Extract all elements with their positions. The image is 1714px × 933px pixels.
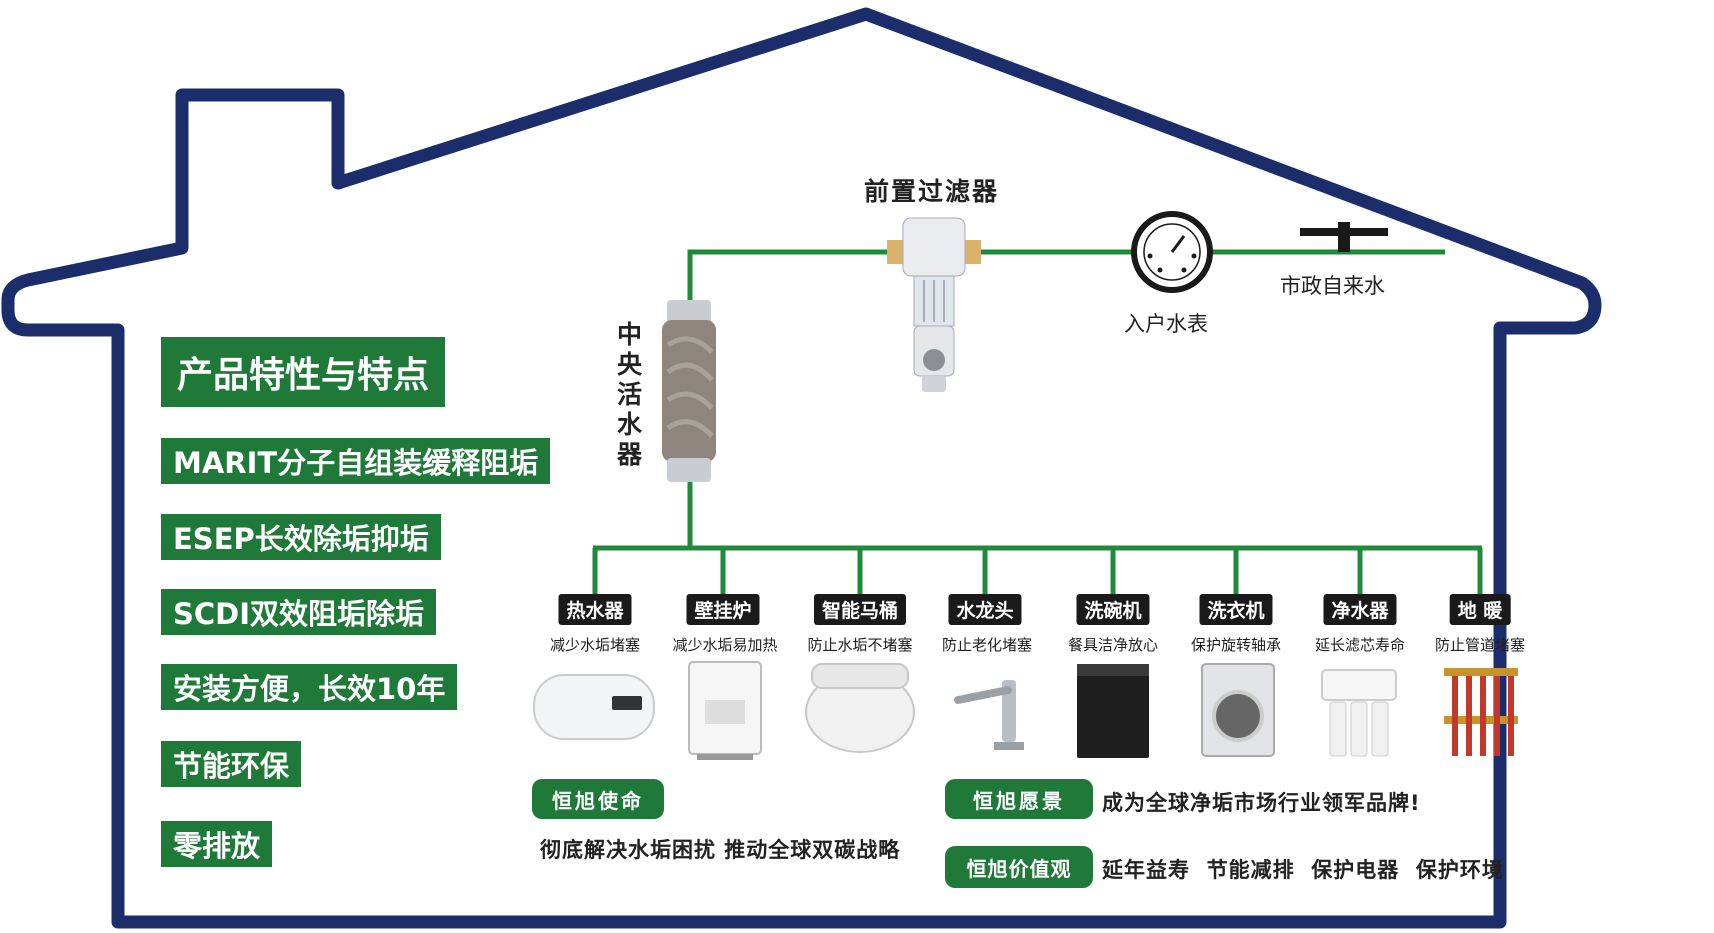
appliance-desc: 防止水垢不堵塞: [807, 636, 913, 654]
wall-boiler-icon: [688, 661, 762, 760]
appliance-desc: 减少水垢易加热: [672, 636, 778, 654]
faucet-icon: [954, 680, 1024, 750]
washing-machine-icon: [1201, 663, 1275, 757]
floor-heating-manifold-icon: [1444, 668, 1518, 756]
water-meter-icon: [1131, 211, 1213, 293]
feature-item: 安装方便，长效10年: [161, 664, 458, 710]
central-water-device-icon: [662, 300, 716, 482]
values-text: 延年益寿 节能减排 保护电器 保护环境: [1102, 858, 1504, 882]
appliance-name: 洗碗机: [1076, 594, 1150, 625]
feature-item: MARIT分子自组装缓释阻垢: [161, 438, 551, 484]
water-meter-label: 入户水表: [1124, 312, 1208, 336]
mission-text: 彻底解决水垢困扰 推动全球双碳战略: [540, 838, 901, 862]
appliance-name: 净水器: [1323, 594, 1397, 625]
appliance-desc: 餐具洁净放心: [1067, 636, 1159, 654]
feature-item: SCDI双效阻垢除垢: [161, 589, 437, 635]
front-filter-icon: [887, 217, 981, 392]
appliance-name: 地 暖: [1449, 594, 1511, 625]
appliance-name: 智能马桶: [813, 594, 907, 625]
appliance-name: 壁挂炉: [686, 594, 760, 625]
appliance-name: 水龙头: [948, 594, 1022, 625]
house-outline: [1, 7, 1602, 929]
branch-pipes: [592, 548, 1483, 594]
vision-text: 成为全球净垢市场行业领军品牌!: [1102, 791, 1421, 815]
central-device-label: 中央活水器: [617, 320, 643, 469]
municipal-water-label: 市政自来水: [1280, 274, 1385, 298]
water-heater-icon: [533, 674, 655, 740]
features-title: 产品特性与特点: [161, 337, 446, 407]
dishwasher-icon: [1077, 664, 1149, 758]
appliance-desc: 减少水垢堵塞: [549, 636, 641, 654]
municipal-tap-icon: [1300, 222, 1388, 252]
appliance-desc: 防止老化堵塞: [941, 636, 1033, 654]
feature-item: 节能环保: [161, 741, 302, 787]
feature-item: ESEP长效除垢抑垢: [161, 514, 441, 560]
front-filter-label: 前置过滤器: [864, 177, 1000, 206]
appliance-desc: 保护旋转轴承: [1190, 636, 1282, 654]
feature-item: 零排放: [161, 821, 273, 867]
water-purifier-icon: [1321, 669, 1397, 757]
smart-toilet-icon: [805, 663, 915, 753]
vision-badge: 恒旭愿景: [945, 779, 1093, 819]
values-badge: 恒旭价值观: [945, 846, 1093, 888]
appliance-desc: 延长滤芯寿命: [1314, 636, 1406, 654]
mission-badge: 恒旭使命: [532, 779, 664, 819]
appliance-desc: 防止管道堵塞: [1434, 636, 1526, 654]
appliance-name: 洗衣机: [1199, 594, 1273, 625]
appliance-name: 热水器: [558, 594, 632, 625]
